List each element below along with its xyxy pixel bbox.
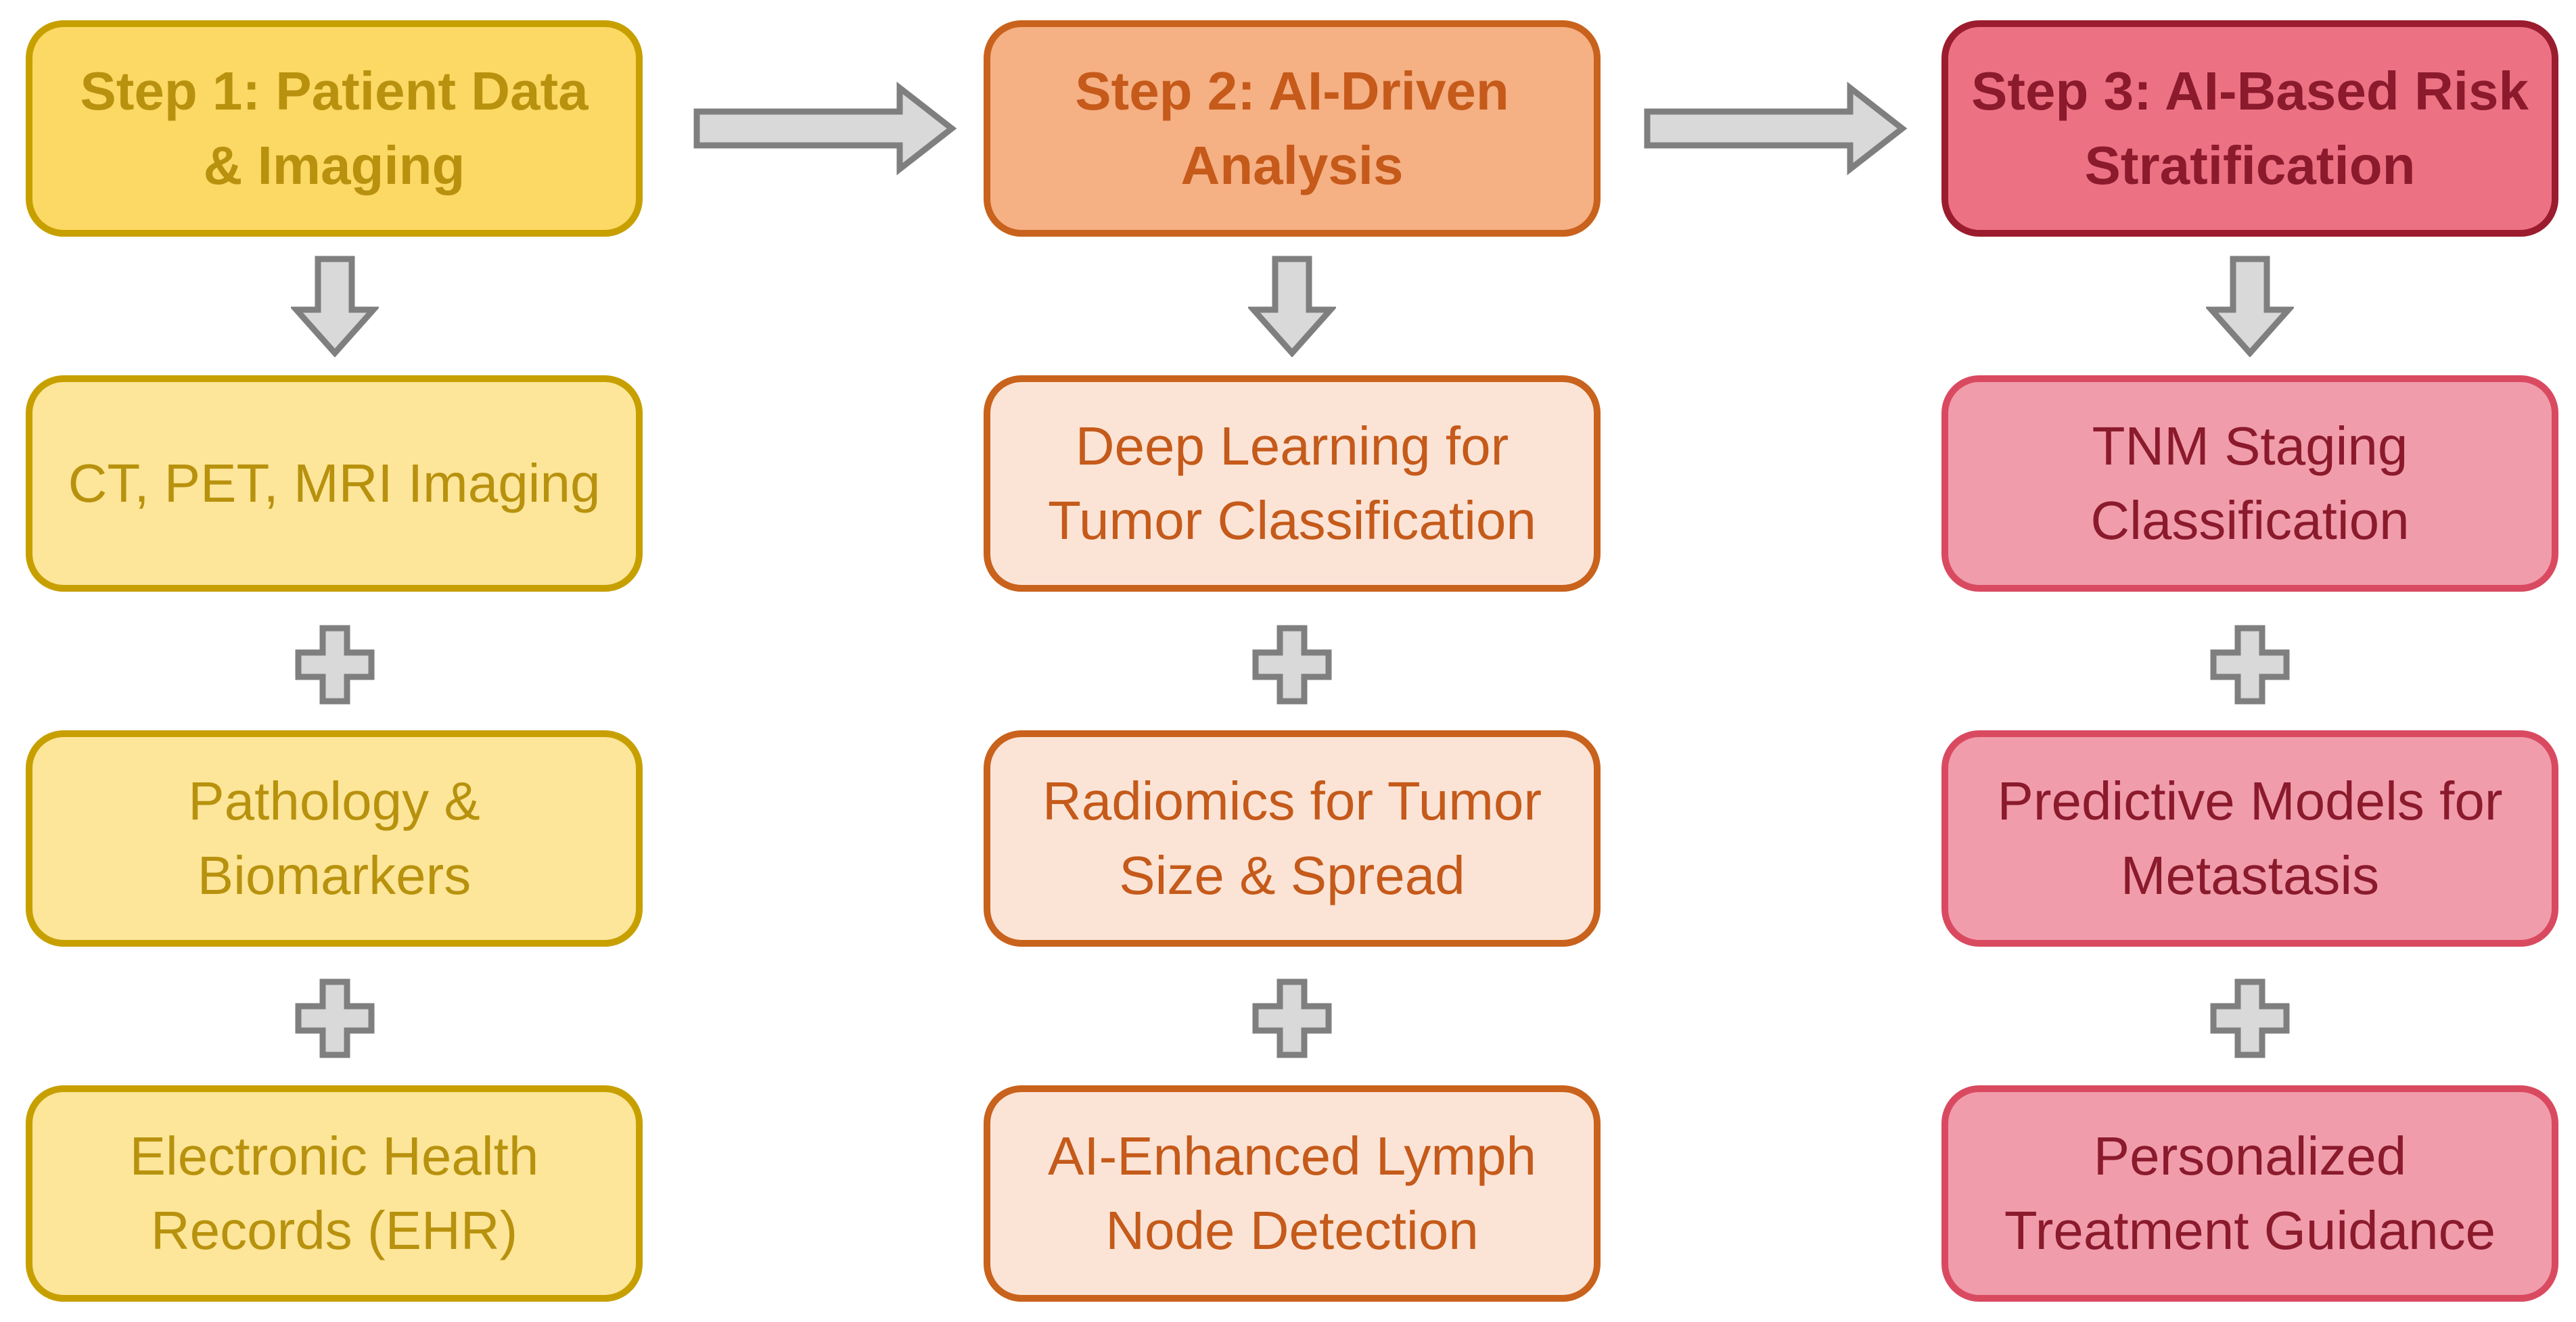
step-1-header-text: Step 1: Patient Data & Imaging: [80, 61, 589, 195]
step-1-item-imaging-text: CT, PET, MRI Imaging: [68, 453, 601, 513]
step-2-item-lymph-node-text: AI-Enhanced Lymph Node Detection: [1048, 1126, 1536, 1260]
plus-icon: [295, 978, 375, 1058]
down-arrow-icon: [1248, 256, 1336, 357]
step-2-header: Step 2: AI-Driven Analysis: [984, 20, 1601, 237]
step-1-item-pathology-text: Pathology & Biomarkers: [188, 771, 480, 905]
step-3-item-predictive: Predictive Models for Metastasis: [1941, 730, 2558, 947]
step-3-header-text: Step 3: AI-Based Risk Stratification: [1971, 61, 2529, 195]
step-1-item-ehr: Electronic Health Records (EHR): [26, 1085, 643, 1302]
step-3-item-predictive-text: Predictive Models for Metastasis: [1997, 771, 2503, 905]
step-1-item-pathology: Pathology & Biomarkers: [26, 730, 643, 947]
plus-icon: [2210, 978, 2290, 1058]
step-1-item-ehr-text: Electronic Health Records (EHR): [129, 1126, 539, 1260]
step-2-item-radiomics: Radiomics for Tumor Size & Spread: [984, 730, 1601, 947]
step-3-item-treatment: Personalized Treatment Guidance: [1941, 1085, 2558, 1302]
plus-icon: [1252, 978, 1332, 1058]
step-3-item-tnm-text: TNM Staging Classification: [2090, 416, 2410, 550]
step-2-item-lymph-node: AI-Enhanced Lymph Node Detection: [984, 1085, 1601, 1302]
step-1-header: Step 1: Patient Data & Imaging: [26, 20, 643, 237]
down-arrow-icon: [2206, 256, 2294, 357]
right-arrow-icon: [693, 81, 957, 176]
step-3-item-tnm: TNM Staging Classification: [1941, 375, 2558, 592]
step-2-item-deep-learning: Deep Learning for Tumor Classification: [984, 375, 1601, 592]
plus-icon: [2210, 625, 2290, 705]
step-2-item-deep-learning-text: Deep Learning for Tumor Classification: [1048, 416, 1536, 550]
down-arrow-icon: [291, 256, 379, 357]
step-3-header: Step 3: AI-Based Risk Stratification: [1941, 20, 2558, 237]
step-2-item-radiomics-text: Radiomics for Tumor Size & Spread: [1042, 771, 1542, 905]
step-3-item-treatment-text: Personalized Treatment Guidance: [2004, 1126, 2496, 1260]
right-arrow-icon: [1644, 81, 1908, 176]
step-2-header-text: Step 2: AI-Driven Analysis: [1075, 61, 1509, 195]
plus-icon: [295, 625, 375, 705]
step-1-item-imaging: CT, PET, MRI Imaging: [26, 375, 643, 592]
plus-icon: [1252, 625, 1332, 705]
